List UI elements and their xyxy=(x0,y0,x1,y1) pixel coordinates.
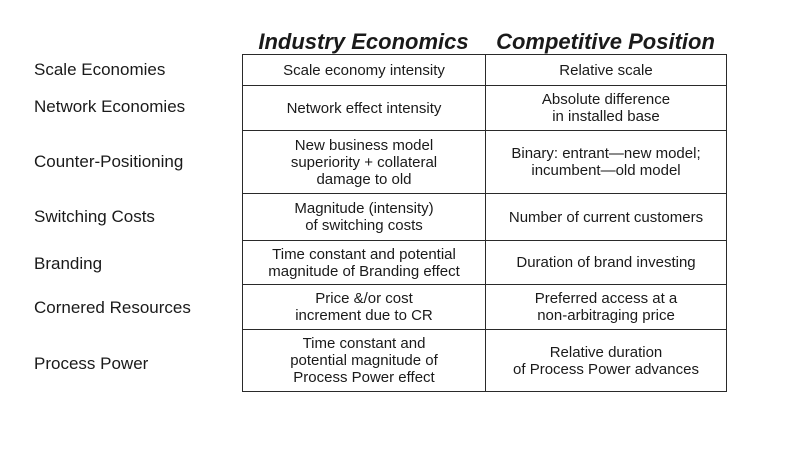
row-label-branding: Branding xyxy=(34,254,103,273)
cell-industry: Network effect intensity xyxy=(242,85,486,131)
powers-table: Scale economy intensity Relative scale N… xyxy=(242,54,727,392)
cell-industry: Scale economy intensity xyxy=(242,54,486,86)
row-label-process-power: Process Power xyxy=(34,354,149,373)
table-row: Price &/or cost increment due to CR Pref… xyxy=(242,284,727,330)
cell-competitive: Relative duration of Process Power advan… xyxy=(485,329,727,392)
table-row: Scale economy intensity Relative scale xyxy=(242,54,727,86)
cell-competitive: Relative scale xyxy=(485,54,727,86)
table-row: New business model superiority + collate… xyxy=(242,130,727,194)
table-row: Magnitude (intensity) of switching costs… xyxy=(242,193,727,241)
header-industry-economics: Industry Economics xyxy=(258,29,469,54)
row-label-switching-costs: Switching Costs xyxy=(34,207,155,226)
cell-competitive: Preferred access at a non-arbitraging pr… xyxy=(485,284,727,330)
cell-competitive: Number of current customers xyxy=(485,193,727,241)
table-row: Time constant and potential magnitude of… xyxy=(242,240,727,285)
cell-industry: Price &/or cost increment due to CR xyxy=(242,284,486,330)
row-label-counter-positioning: Counter-Positioning xyxy=(34,152,184,171)
cell-competitive: Absolute difference in installed base xyxy=(485,85,727,131)
table-row: Time constant and potential magnitude of… xyxy=(242,329,727,392)
row-label-scale-economies: Scale Economies xyxy=(34,60,166,79)
cell-industry: Time constant and potential magnitude of… xyxy=(242,329,486,392)
cell-industry: New business model superiority + collate… xyxy=(242,130,486,194)
table-row: Network effect intensity Absolute differ… xyxy=(242,85,727,131)
row-label-network-economies: Network Economies xyxy=(34,97,186,116)
row-label-cornered-resources: Cornered Resources xyxy=(34,298,191,317)
cell-competitive: Duration of brand investing xyxy=(485,240,727,285)
cell-industry: Time constant and potential magnitude of… xyxy=(242,240,486,285)
cell-industry: Magnitude (intensity) of switching costs xyxy=(242,193,486,241)
cell-competitive: Binary: entrant—new model; incumbent—old… xyxy=(485,130,727,194)
header-competitive-position: Competitive Position xyxy=(496,29,715,54)
